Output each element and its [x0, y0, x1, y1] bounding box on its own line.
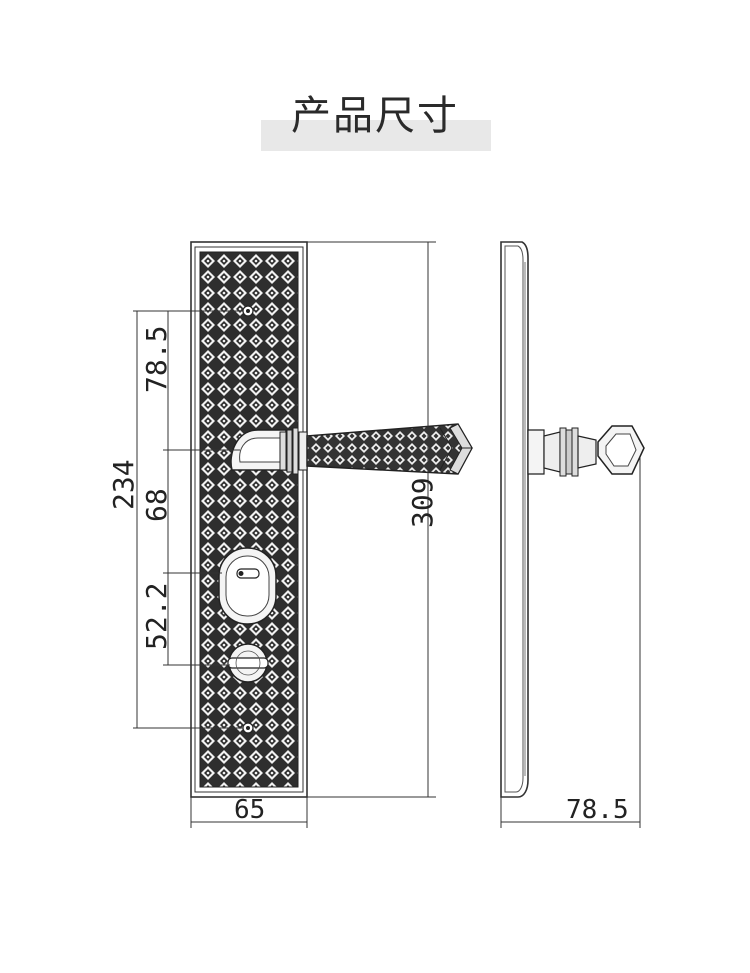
- dim-cylinder-to-thumbturn: 52.2: [140, 583, 173, 650]
- dim-handle-to-cylinder: 68: [140, 488, 173, 522]
- dimension-lines: [133, 241, 641, 828]
- cylinder-cover: [218, 547, 277, 625]
- title-highlight-bar: [261, 120, 491, 151]
- dim-span: 234: [107, 459, 140, 510]
- side-view: [500, 241, 645, 798]
- dim-projection: 78.5: [566, 795, 629, 825]
- side-handle: [527, 425, 645, 477]
- dim-top-to-handle: 78.5: [140, 326, 173, 393]
- lever-handle: [306, 423, 473, 475]
- thumbturn: [227, 643, 269, 683]
- dim-plate-width: 65: [234, 795, 265, 825]
- handle-rose: [230, 427, 308, 475]
- page-title: 产品尺寸: [291, 93, 459, 139]
- dim-total-height: 309: [406, 477, 439, 528]
- title-area: 产品尺寸: [0, 88, 750, 158]
- front-plate: [190, 241, 473, 798]
